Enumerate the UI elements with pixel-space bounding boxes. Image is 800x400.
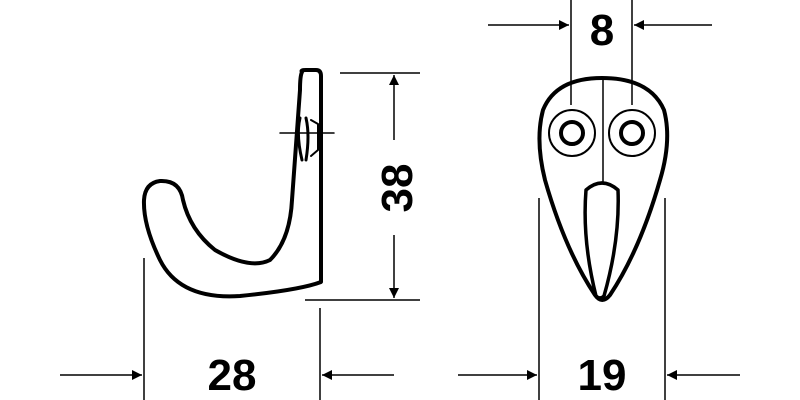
dimension-8-label: 8 — [590, 6, 614, 55]
dimension-38-label: 38 — [373, 164, 422, 213]
hook-front-outline — [537, 76, 670, 302]
dimension-height — [305, 72, 420, 301]
screw-hole-right-icon — [608, 109, 656, 157]
dimension-28-label: 28 — [208, 351, 257, 400]
screw-hole-left-icon — [548, 109, 596, 157]
hook-tongue — [583, 181, 620, 300]
dimension-hole-spacing — [488, 0, 712, 105]
side-view — [141, 68, 335, 299]
dimension-front-width — [458, 198, 740, 400]
front-view — [537, 76, 670, 302]
screw-countersink-icon — [296, 116, 304, 162]
dimension-19-label: 19 — [578, 351, 627, 400]
hook-side-outline — [141, 68, 323, 299]
dimension-depth — [60, 258, 394, 400]
